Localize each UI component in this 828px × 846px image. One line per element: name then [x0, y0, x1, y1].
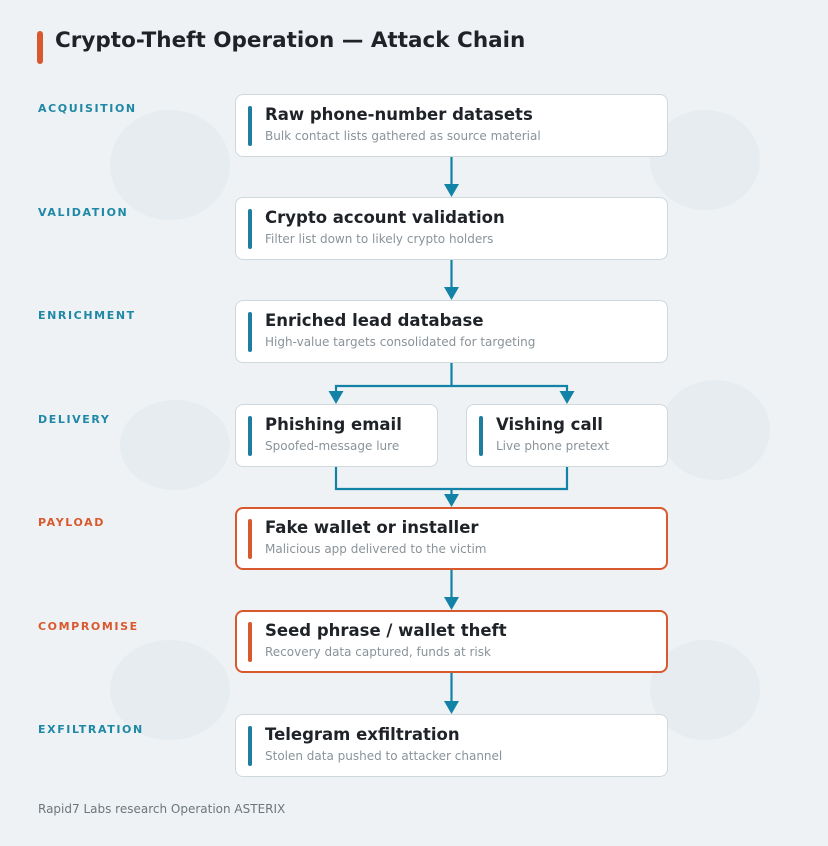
node-raw-datasets: Raw phone-number datasets Bulk contact l… — [235, 94, 668, 157]
node-subtitle: Filter list down to likely crypto holder… — [265, 232, 494, 246]
background-shape — [660, 380, 770, 480]
arrowhead — [444, 287, 459, 300]
node-vishing: Vishing call Live phone pretext — [466, 404, 668, 467]
arrowhead — [444, 184, 459, 197]
node-title: Seed phrase / wallet theft — [265, 621, 507, 640]
stage-label-compromise: COMPROMISE — [38, 620, 139, 633]
arrowhead — [444, 597, 459, 610]
node-accent-bar — [248, 726, 252, 766]
arrowhead — [444, 701, 459, 714]
background-shape — [650, 640, 760, 740]
connector-line — [451, 384, 569, 392]
node-exfiltration: Telegram exfiltration Stolen data pushed… — [235, 714, 668, 777]
node-accent-bar — [248, 106, 252, 146]
node-subtitle: High-value targets consolidated for targ… — [265, 335, 536, 349]
node-subtitle: Live phone pretext — [496, 439, 610, 453]
node-title: Telegram exfiltration — [265, 725, 460, 744]
background-shape — [110, 640, 230, 740]
node-accent-bar — [248, 519, 252, 559]
node-accent-bar — [248, 312, 252, 352]
background-shape — [110, 110, 230, 220]
node-title: Phishing email — [265, 415, 402, 434]
arrowhead — [444, 494, 459, 507]
node-subtitle: Spoofed-message lure — [265, 439, 400, 453]
node-title: Vishing call — [496, 415, 603, 434]
node-accent-bar — [248, 622, 252, 662]
background-shape — [120, 400, 230, 490]
node-theft: Seed phrase / wallet theft Recovery data… — [235, 610, 668, 673]
page-title: Crypto-Theft Operation — Attack Chain — [55, 28, 526, 53]
node-accent-bar — [248, 416, 252, 456]
node-title: Fake wallet or installer — [265, 518, 479, 537]
stage-label-enrichment: ENRICHMENT — [38, 309, 136, 322]
background-shape — [650, 110, 760, 210]
node-subtitle: Recovery data captured, funds at risk — [265, 645, 491, 659]
node-accent-bar — [479, 416, 483, 456]
node-title: Crypto account validation — [265, 208, 505, 227]
arrowhead — [559, 391, 575, 404]
node-subtitle: Bulk contact lists gathered as source ma… — [265, 129, 541, 143]
connector-line — [334, 465, 569, 491]
stage-label-acquisition: ACQUISITION — [38, 102, 137, 115]
node-subtitle: Malicious app delivered to the victim — [265, 542, 487, 556]
node-accent-bar — [248, 209, 252, 249]
node-validation: Crypto account validation Filter list do… — [235, 197, 668, 260]
arrowhead — [328, 391, 344, 404]
node-enrichment: Enriched lead database High-value target… — [235, 300, 668, 363]
stage-label-payload: PAYLOAD — [38, 516, 105, 529]
node-title: Enriched lead database — [265, 311, 484, 330]
node-title: Raw phone-number datasets — [265, 105, 533, 124]
title-accent-bar — [37, 31, 43, 64]
source-caption: Rapid7 Labs research Operation ASTERIX — [38, 802, 286, 816]
connector-line — [334, 362, 453, 392]
stage-label-validation: VALIDATION — [38, 206, 129, 219]
node-subtitle: Stolen data pushed to attacker channel — [265, 749, 503, 763]
stage-label-exfiltration: EXFILTRATION — [38, 723, 144, 736]
stage-label-delivery: DELIVERY — [38, 413, 111, 426]
node-payload: Fake wallet or installer Malicious app d… — [235, 507, 668, 570]
node-phishing: Phishing email Spoofed-message lure — [235, 404, 438, 467]
